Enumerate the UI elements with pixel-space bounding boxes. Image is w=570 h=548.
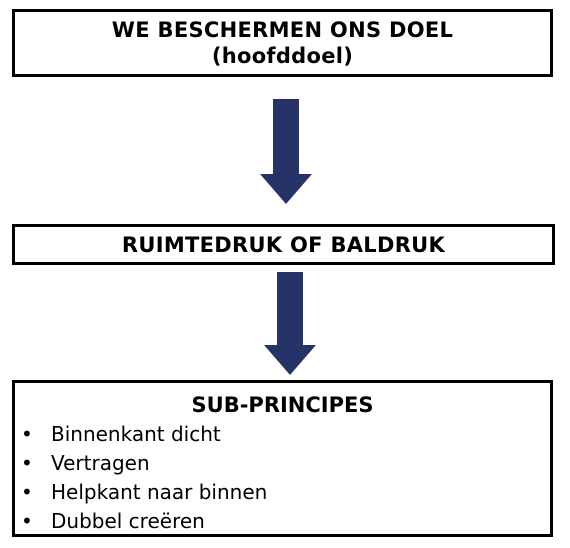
sub-principles-list: • Binnenkant dicht • Vertragen • Helpkant n…: [15, 420, 550, 536]
pressure-label: RUIMTEDRUK OF BALDRUK: [121, 232, 446, 257]
bullet-icon: •: [21, 451, 33, 475]
list-item: • Vertragen: [15, 449, 550, 478]
list-item: • Dubbel creëren: [15, 507, 550, 536]
arrow-down-icon: [264, 272, 316, 375]
arrow-down-icon: [260, 99, 312, 204]
bullet-icon: •: [21, 480, 33, 504]
list-item: • Binnenkant dicht: [15, 420, 550, 449]
sub-principles-box: SUB-PRINCIPES • Binnenkant dicht • Vertrag…: [12, 380, 553, 537]
list-item-label: Helpkant naar binnen: [51, 480, 268, 504]
main-goal-title: WE BESCHERMEN ONS DOEL: [111, 18, 454, 42]
bullet-icon: •: [21, 509, 33, 533]
main-goal-box: WE BESCHERMEN ONS DOEL (hoofddoel): [12, 9, 553, 77]
list-item-label: Dubbel creëren: [51, 509, 205, 533]
bullet-icon: •: [21, 422, 33, 446]
list-item-label: Vertragen: [51, 451, 150, 475]
sub-principles-title: SUB-PRINCIPES: [191, 393, 374, 417]
list-item: • Helpkant naar binnen: [15, 478, 550, 507]
list-item-label: Binnenkant dicht: [51, 422, 221, 446]
pressure-box: RUIMTEDRUK OF BALDRUK: [12, 224, 555, 265]
main-goal-subtitle: (hoofddoel): [211, 44, 354, 68]
